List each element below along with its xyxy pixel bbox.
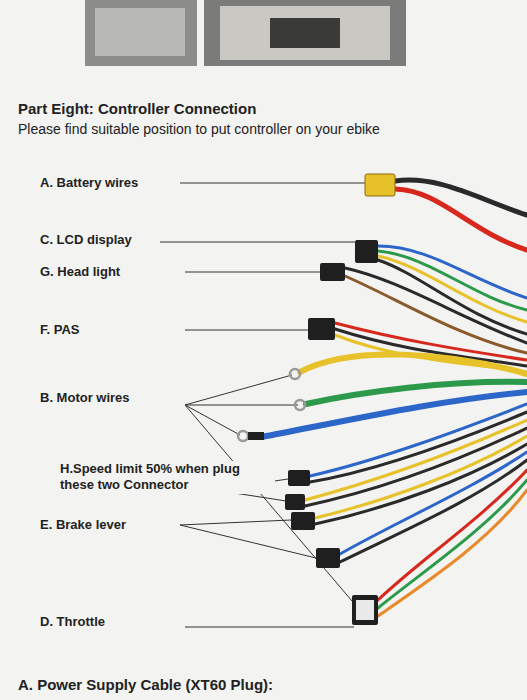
photo [204, 0, 406, 66]
part-label: C. LCD display [40, 232, 160, 248]
brake-connector [316, 548, 340, 568]
limit-connector [288, 470, 310, 486]
wire [378, 260, 527, 334]
part-label: G. Head light [40, 264, 180, 280]
part-label: A. Battery wires [40, 175, 180, 191]
wire [262, 392, 527, 437]
wire [378, 490, 527, 616]
brake-connector [291, 512, 315, 530]
section-title: Part Eight: Controller Connection [18, 100, 498, 119]
ring-terminal [238, 431, 248, 441]
throttle-connector-face [356, 600, 374, 620]
photo-detail [220, 6, 390, 60]
wire-sleeve [248, 432, 264, 440]
leader-line [185, 627, 354, 628]
wire [378, 480, 527, 608]
ring-terminal [295, 400, 305, 410]
wire [300, 354, 527, 374]
wire [395, 180, 527, 215]
leader-line [148, 242, 355, 243]
leader-line [175, 183, 365, 184]
limit-connector [285, 494, 305, 510]
light-connector [320, 263, 345, 281]
wire [315, 436, 527, 518]
part-label: E. Brake lever [40, 517, 180, 533]
pas-connector [308, 318, 335, 340]
leader-line [180, 520, 291, 525]
wire [378, 470, 527, 600]
part-label: D. Throttle [40, 614, 180, 630]
photo-detail [95, 8, 185, 56]
leader-line [185, 375, 292, 405]
throttle-connector [352, 595, 378, 625]
wire [345, 276, 527, 353]
ring-terminal [290, 369, 300, 379]
leader-line [185, 330, 309, 331]
leader-line [185, 272, 322, 273]
wire [395, 189, 527, 250]
wire [340, 452, 527, 554]
instruction-text: Please find suitable position to put con… [18, 121, 518, 139]
photo [85, 0, 197, 66]
part-label: B. Motor wires [40, 390, 180, 406]
part-label: F. PAS [40, 322, 180, 338]
display-connector [355, 240, 378, 263]
leader-line [185, 405, 298, 406]
part-label: H.Speed limit 50% when plug these two Co… [60, 461, 275, 494]
section-heading: A. Power Supply Cable (XT60 Plug): [18, 676, 498, 695]
leader-line [185, 405, 240, 435]
xt60-connector [365, 174, 395, 196]
photo-detail [270, 18, 340, 48]
